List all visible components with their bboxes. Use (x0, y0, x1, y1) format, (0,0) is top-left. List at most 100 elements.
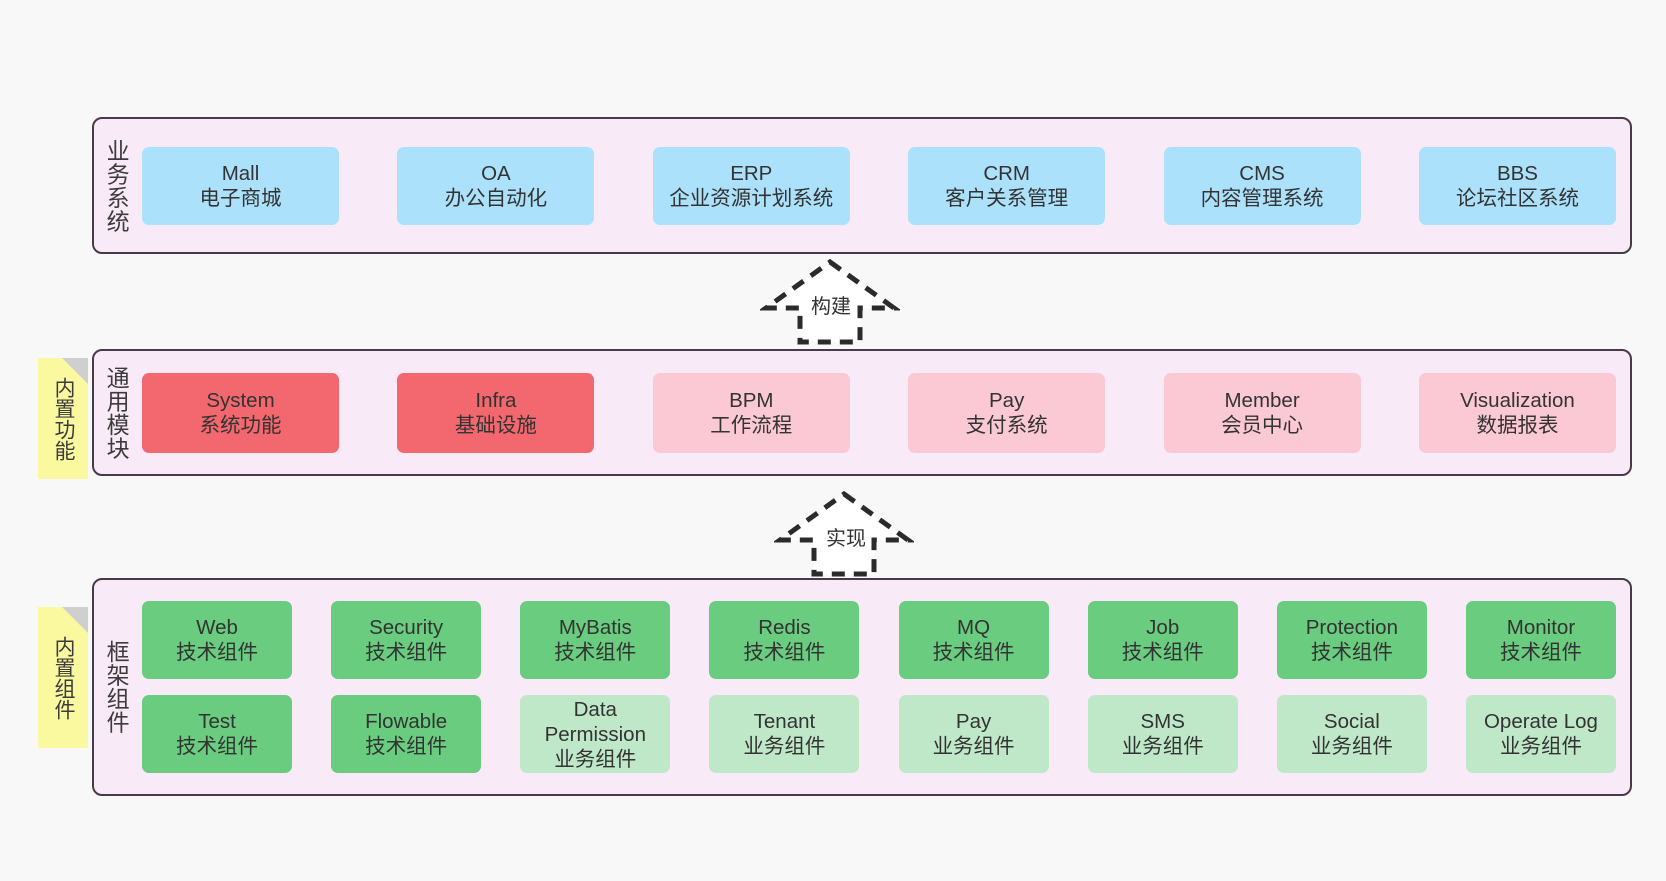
note-built-in-features: 内置功能 (38, 358, 88, 479)
node-title-en: MQ (957, 616, 991, 639)
node-title-cn: 电子商城 (199, 186, 282, 210)
node-title-cn: 办公自动化 (444, 186, 548, 210)
node-title-en: Job (1146, 616, 1180, 639)
node-title-cn: 基础设施 (454, 413, 537, 437)
node-title-en: Web (196, 616, 238, 639)
note-built-in-features-label: 内置功能 (51, 376, 75, 461)
node-title-en: BBS (1496, 161, 1538, 185)
arrow-implement-icon (772, 490, 916, 577)
node-title-cn: 会员中心 (1221, 413, 1304, 437)
node-title-cn: 技术组件 (554, 641, 637, 664)
node-title-cn: 企业资源计划系统 (669, 186, 834, 210)
node-title-en: Infra (475, 388, 517, 412)
node-title-cn: 技术组件 (365, 641, 448, 664)
layer-common-module-title: 通用模块 (103, 365, 130, 460)
node-title-cn: 技术组件 (1121, 641, 1204, 664)
node-title-cn: 业务组件 (554, 747, 637, 771)
arrow-implement (772, 490, 916, 578)
arrow-build-label: 构建 (811, 296, 851, 318)
node-title-cn: 技术组件 (176, 641, 258, 664)
arrow-build-icon (758, 258, 902, 345)
node-title-en: Social (1323, 710, 1380, 733)
node-title-cn: 系统功能 (199, 413, 282, 437)
node-title-en: SMS (1140, 710, 1185, 733)
node-title-en: Pay (989, 388, 1025, 412)
node-title-cn: 论坛社区系统 (1455, 186, 1579, 210)
node-title-cn: 技术组件 (1499, 641, 1582, 664)
node-title-cn: 业务组件 (932, 735, 1015, 758)
node-title-cn: 技术组件 (1310, 641, 1393, 664)
node-title-en: Mall (221, 161, 260, 185)
node-title-en: CMS (1239, 161, 1285, 185)
layer-framework-component-title: 框架组件 (103, 640, 130, 734)
node-title-cn: 业务组件 (743, 735, 826, 758)
node-title-cn: 业务组件 (1121, 735, 1204, 758)
note-fold-corner (62, 607, 88, 633)
node-title-cn: 技术组件 (932, 641, 1015, 664)
node-title-en: CRM (983, 161, 1031, 185)
node-title-en: Tenant (753, 710, 816, 733)
note-fold-corner (62, 358, 88, 384)
node-title-en: Visualization (1460, 388, 1575, 412)
node-title-cn: 业务组件 (1499, 735, 1582, 758)
arrow-build (758, 258, 902, 346)
node-title-cn: 支付系统 (965, 413, 1048, 437)
node-title-en: Security (369, 616, 444, 639)
node-title-en: MyBatis (558, 616, 632, 639)
node-title-en: Data Permission (544, 697, 646, 746)
node-title-en: Member (1224, 388, 1300, 412)
node-title-en: Pay (955, 710, 992, 733)
node-title-cn: 技术组件 (365, 735, 448, 758)
node-title-cn: 工作流程 (710, 413, 793, 437)
arrow-implement-label: 实现 (826, 528, 866, 550)
node-title-en: OA (481, 161, 511, 185)
node-title-cn: 技术组件 (176, 735, 258, 758)
node-title-en: Test (198, 710, 236, 733)
node-title-en: BPM (729, 388, 774, 412)
node-title-en: Protection (1305, 616, 1398, 639)
node-title-en: Flowable (365, 710, 448, 733)
node-title-cn: 内容管理系统 (1200, 186, 1324, 210)
node-title-cn: 数据报表 (1476, 413, 1559, 437)
node-title-cn: 客户关系管理 (945, 186, 1069, 210)
node-title-en: Monitor (1506, 616, 1576, 639)
note-built-in-components-label: 内置组件 (51, 635, 75, 720)
node-title-en: ERP (730, 161, 773, 185)
node-title-en: System (206, 388, 275, 412)
